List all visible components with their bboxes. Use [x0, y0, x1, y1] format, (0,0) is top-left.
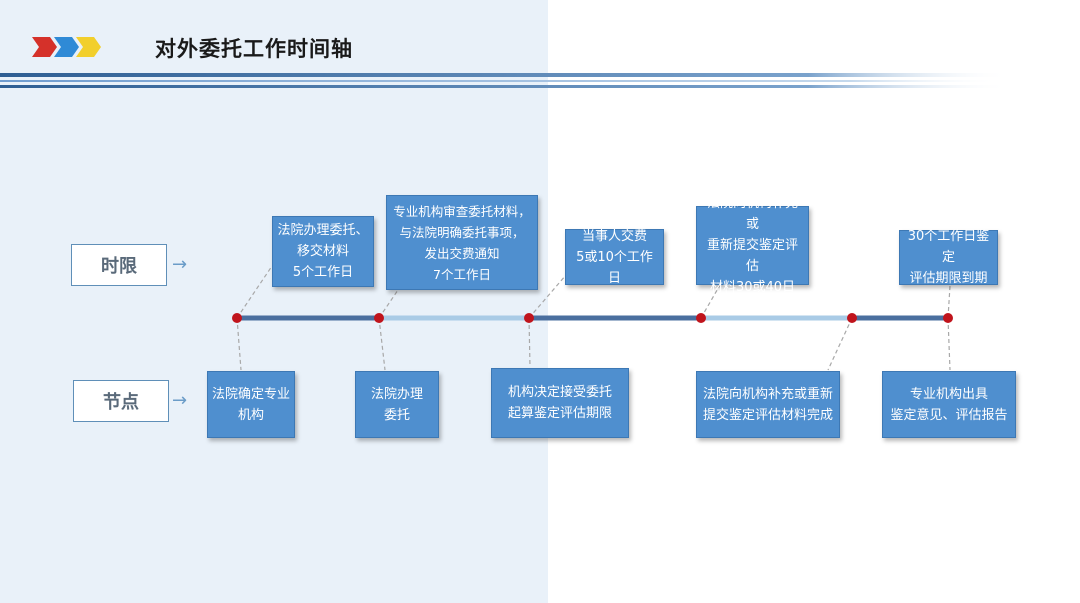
- timeline-node-dot: [847, 313, 857, 323]
- node-box-1: 法院确定专业 机构: [207, 371, 295, 438]
- time-box-5: 30个工作日鉴定 评估期限到期: [899, 229, 998, 286]
- node-arrow-icon: →: [172, 390, 188, 411]
- time-limit-label: 时限: [71, 244, 167, 286]
- page-title: 对外委托工作时间轴: [155, 37, 353, 61]
- header-divider-lines: [0, 73, 1010, 88]
- node-box-2: 法院办理 委托: [355, 371, 439, 438]
- time-limit-arrow-icon: →: [172, 254, 188, 275]
- time-box-3: 当事人交费 5或10个工作日: [565, 229, 664, 286]
- logo-chevrons-icon: [32, 37, 101, 57]
- connector-line: [827, 317, 853, 371]
- connector-line: [236, 265, 273, 319]
- node-box-3: 机构决定接受委托 起算鉴定评估期限: [491, 368, 629, 438]
- connector-line: [700, 284, 721, 319]
- timeline-node-dot: [524, 313, 534, 323]
- time-box-1: 法院办理委托、 移交材料 5个工作日: [272, 216, 374, 287]
- connector-line: [378, 289, 399, 319]
- node-box-4: 法院向机构补充或重新 提交鉴定评估材料完成: [696, 371, 840, 438]
- node-box-5: 专业机构出具 鉴定意见、评估报告: [882, 371, 1016, 438]
- timeline-node-dot: [943, 313, 953, 323]
- node-label: 节点: [73, 380, 169, 422]
- connector-line: [528, 317, 531, 368]
- connector-line: [378, 317, 386, 371]
- time-box-4: 法院向机构补充或 重新提交鉴定评估 材料30或40日: [696, 196, 809, 295]
- connector-line: [528, 274, 567, 319]
- time-box-2: 专业机构审查委托材料， 与法院明确委托事项， 发出交费通知 7个工作日: [386, 195, 538, 290]
- connector-line: [947, 285, 951, 319]
- connector-line: [947, 317, 951, 371]
- timeline-node-dot: [696, 313, 706, 323]
- left-background-panel: [0, 0, 548, 603]
- timeline-node-dot: [232, 313, 242, 323]
- timeline-node-dot: [374, 313, 384, 323]
- connector-line: [236, 317, 242, 371]
